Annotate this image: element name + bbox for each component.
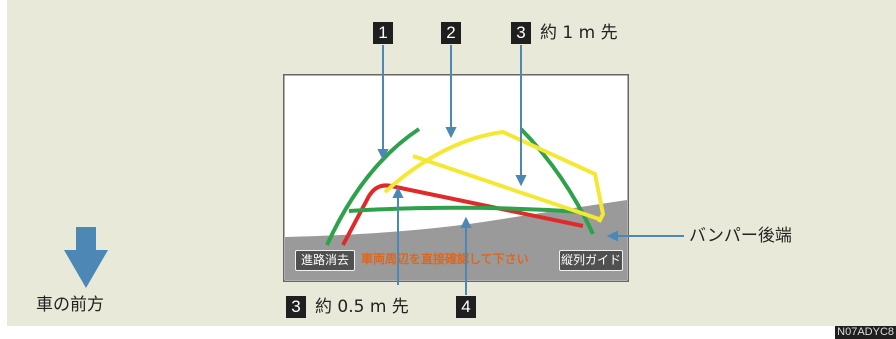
- green-guide-left: [325, 127, 421, 246]
- caption-05m: 約 0.5 m 先: [315, 297, 409, 317]
- label-2: 2: [441, 22, 461, 44]
- front-of-car-label: 車の前方: [36, 295, 104, 315]
- bumper-area: [285, 200, 627, 280]
- leader-3-top-head: [515, 175, 527, 187]
- green-guide-horizontal: [348, 205, 584, 214]
- warning-text: 車両周辺を直接確認して下さい: [361, 252, 529, 266]
- leader-bumper-head: [606, 230, 618, 242]
- parallel-guide-button[interactable]: 縦列ガイド: [559, 250, 623, 271]
- camera-screen: 進路消去 車両周辺を直接確認して下さい 縦列ガイド: [283, 74, 629, 282]
- front-arrow-shaft: [76, 227, 96, 252]
- clear-path-button[interactable]: 進路消去: [295, 250, 355, 271]
- leader-2-head: [445, 127, 457, 139]
- label-3-bottom: 3: [286, 296, 306, 318]
- label-4: 4: [456, 296, 476, 318]
- leader-1-head: [377, 149, 389, 161]
- image-code: N07ADYC8: [835, 326, 896, 339]
- yellow-guide-inner: [412, 154, 600, 221]
- front-arrow-head: [64, 250, 108, 288]
- leader-4-head: [460, 216, 472, 228]
- caption-1m: 約 1 m 先: [540, 23, 618, 43]
- yellow-guide-outer: [383, 129, 606, 223]
- green-guide-right: [519, 127, 595, 235]
- leader-3-bottom-head: [392, 186, 404, 198]
- label-1: 1: [373, 22, 393, 44]
- guide-lines-canvas: [283, 74, 629, 282]
- label-3-top: 3: [511, 22, 531, 44]
- bumper-callout: バンパー後端: [689, 226, 792, 246]
